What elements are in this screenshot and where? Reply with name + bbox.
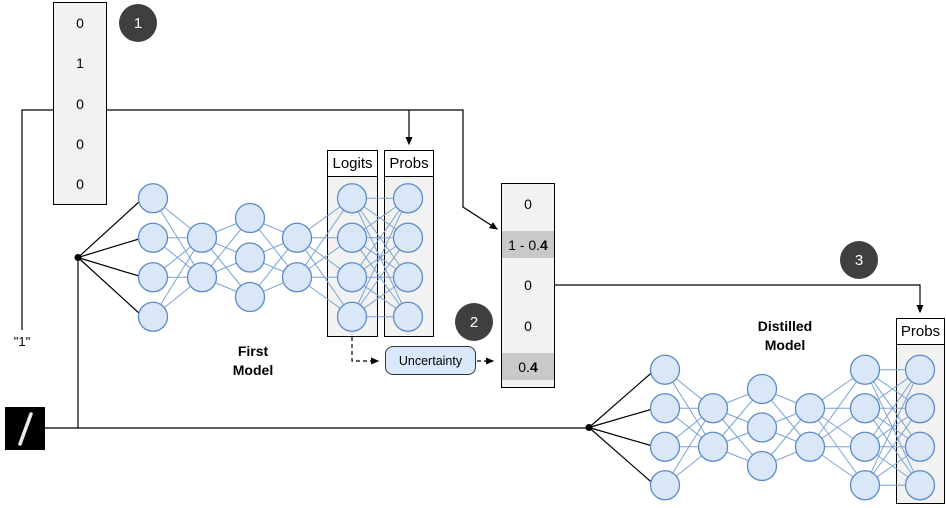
logits-box: Logits [327, 150, 378, 337]
first-probs-label: Probs [385, 151, 433, 177]
network-node [137, 262, 169, 293]
vector-cell: 1 - 0.4 [502, 225, 554, 266]
network-node [281, 262, 313, 293]
uncertainty-box: Uncertainty [385, 346, 476, 375]
network-node [186, 262, 218, 293]
one-hot-label-vector: 0 1 0 0 0 [53, 2, 107, 205]
network-node [697, 393, 729, 424]
network-node [794, 393, 826, 424]
step-2-badge: 2 [455, 303, 493, 341]
softvector-to-distilled-line [554, 284, 924, 314]
network-node [186, 222, 218, 253]
step-1-badge: 1 [119, 4, 157, 42]
true-label-text: "1" [13, 334, 31, 349]
vector-cell: 1 [76, 55, 84, 72]
soft-label-vector: 0 1 - 0.4 0 0 0.4 [501, 183, 555, 388]
handwritten-digit-image [5, 407, 45, 450]
network-node [849, 431, 881, 462]
vector-cell: 0 [76, 135, 84, 152]
network-node [697, 431, 729, 462]
distilled-input-dot [585, 424, 593, 431]
logits-to-uncertainty-dashed [351, 337, 380, 365]
network-node [137, 183, 169, 214]
network-node [137, 301, 169, 332]
network-node [746, 450, 778, 482]
vector-cell: 0 [76, 175, 84, 192]
distilled-probs-box: Probs [896, 318, 945, 504]
distilled-model-label: Distilled Model [757, 318, 813, 353]
network-node [649, 431, 681, 462]
network-node [137, 222, 169, 253]
vector-cell: 0 [76, 95, 84, 112]
network-node [849, 470, 881, 501]
network-node [849, 354, 881, 385]
first-input-dot [74, 254, 82, 261]
network-node [649, 393, 681, 424]
vector-cell: 0 [76, 15, 84, 32]
network-node [281, 222, 313, 253]
distilled-model-network [588, 354, 936, 501]
logits-label: Logits [328, 151, 377, 177]
network-node [794, 431, 826, 462]
network-node [746, 373, 778, 405]
network-node [234, 202, 266, 234]
distilled-probs-label: Probs [897, 319, 944, 345]
vector-cell: 0.4 [502, 346, 554, 387]
network-node [649, 354, 681, 385]
vector-cell: 0 [524, 277, 532, 294]
step-3-badge: 3 [840, 241, 878, 279]
first-probs-box: Probs [384, 150, 434, 337]
network-node [234, 242, 266, 273]
network-node [234, 281, 266, 313]
network-node [746, 412, 778, 443]
network-node [849, 393, 881, 424]
network-node [649, 470, 681, 501]
vector-cell: 0 [524, 196, 532, 213]
first-model-label: First Model [232, 343, 274, 378]
vector-cell: 0 [524, 318, 532, 335]
digit-1-glyph [18, 412, 33, 446]
